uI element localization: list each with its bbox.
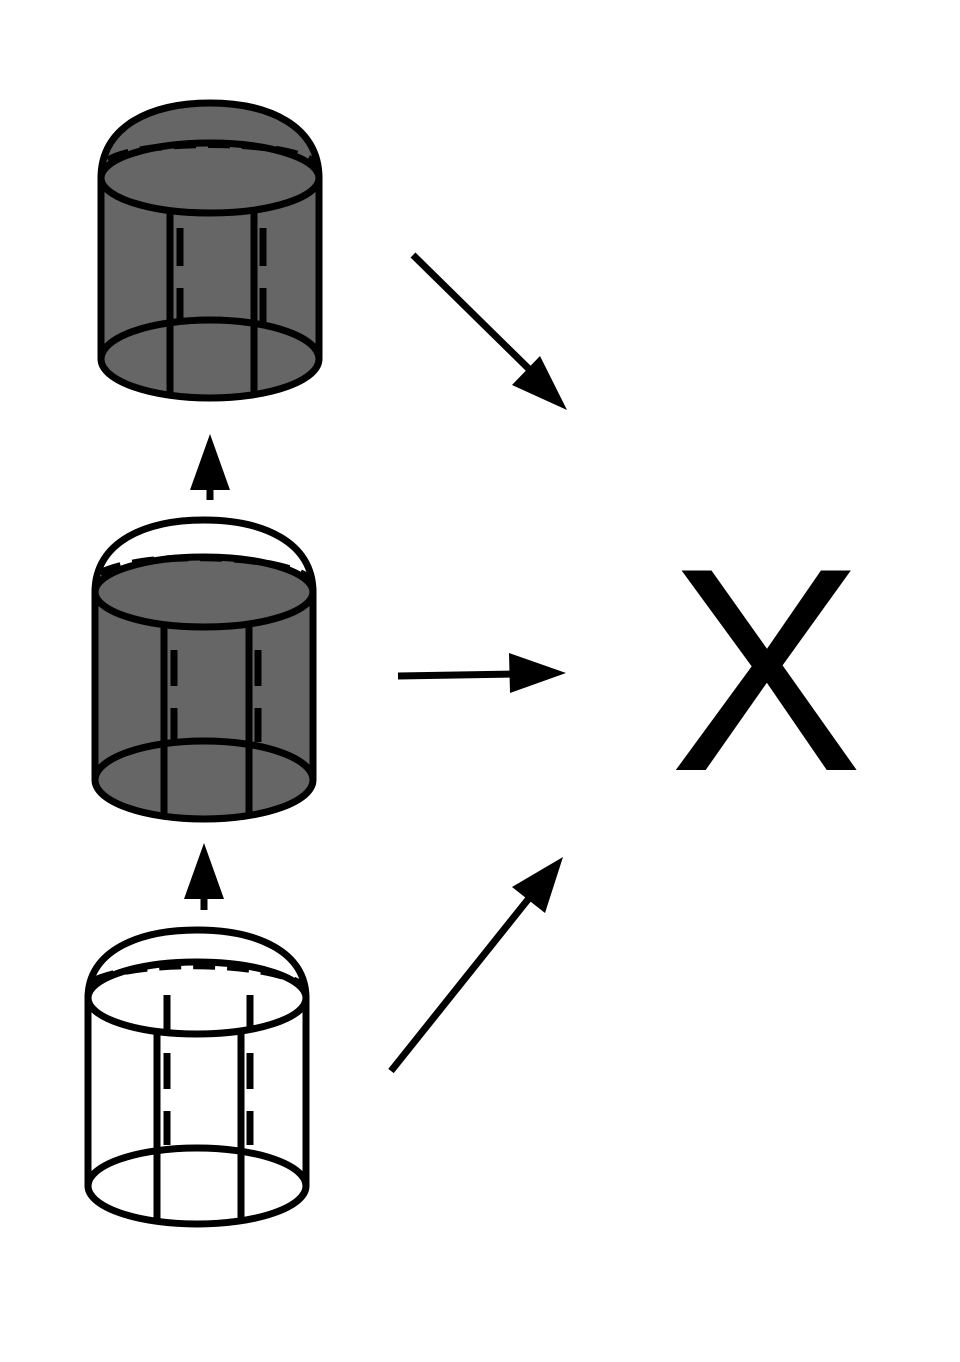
arrow-top-to-x <box>410 252 567 410</box>
target-label-x: X <box>669 508 862 832</box>
arrow-up-to-middle <box>184 843 224 910</box>
cylinder-bottom-empty <box>84 926 310 1228</box>
cylinder-middle-base <box>91 737 317 823</box>
cylinder-top-base <box>97 316 323 402</box>
arrow-up-to-top <box>190 434 230 500</box>
cylinder-bottom-base <box>84 1144 310 1228</box>
arrow-middle-to-x <box>397 653 566 693</box>
cylinder-middle-partial <box>91 516 317 823</box>
arrow-bottom-to-x <box>388 857 563 1074</box>
cylinder-top-filled <box>97 99 323 402</box>
